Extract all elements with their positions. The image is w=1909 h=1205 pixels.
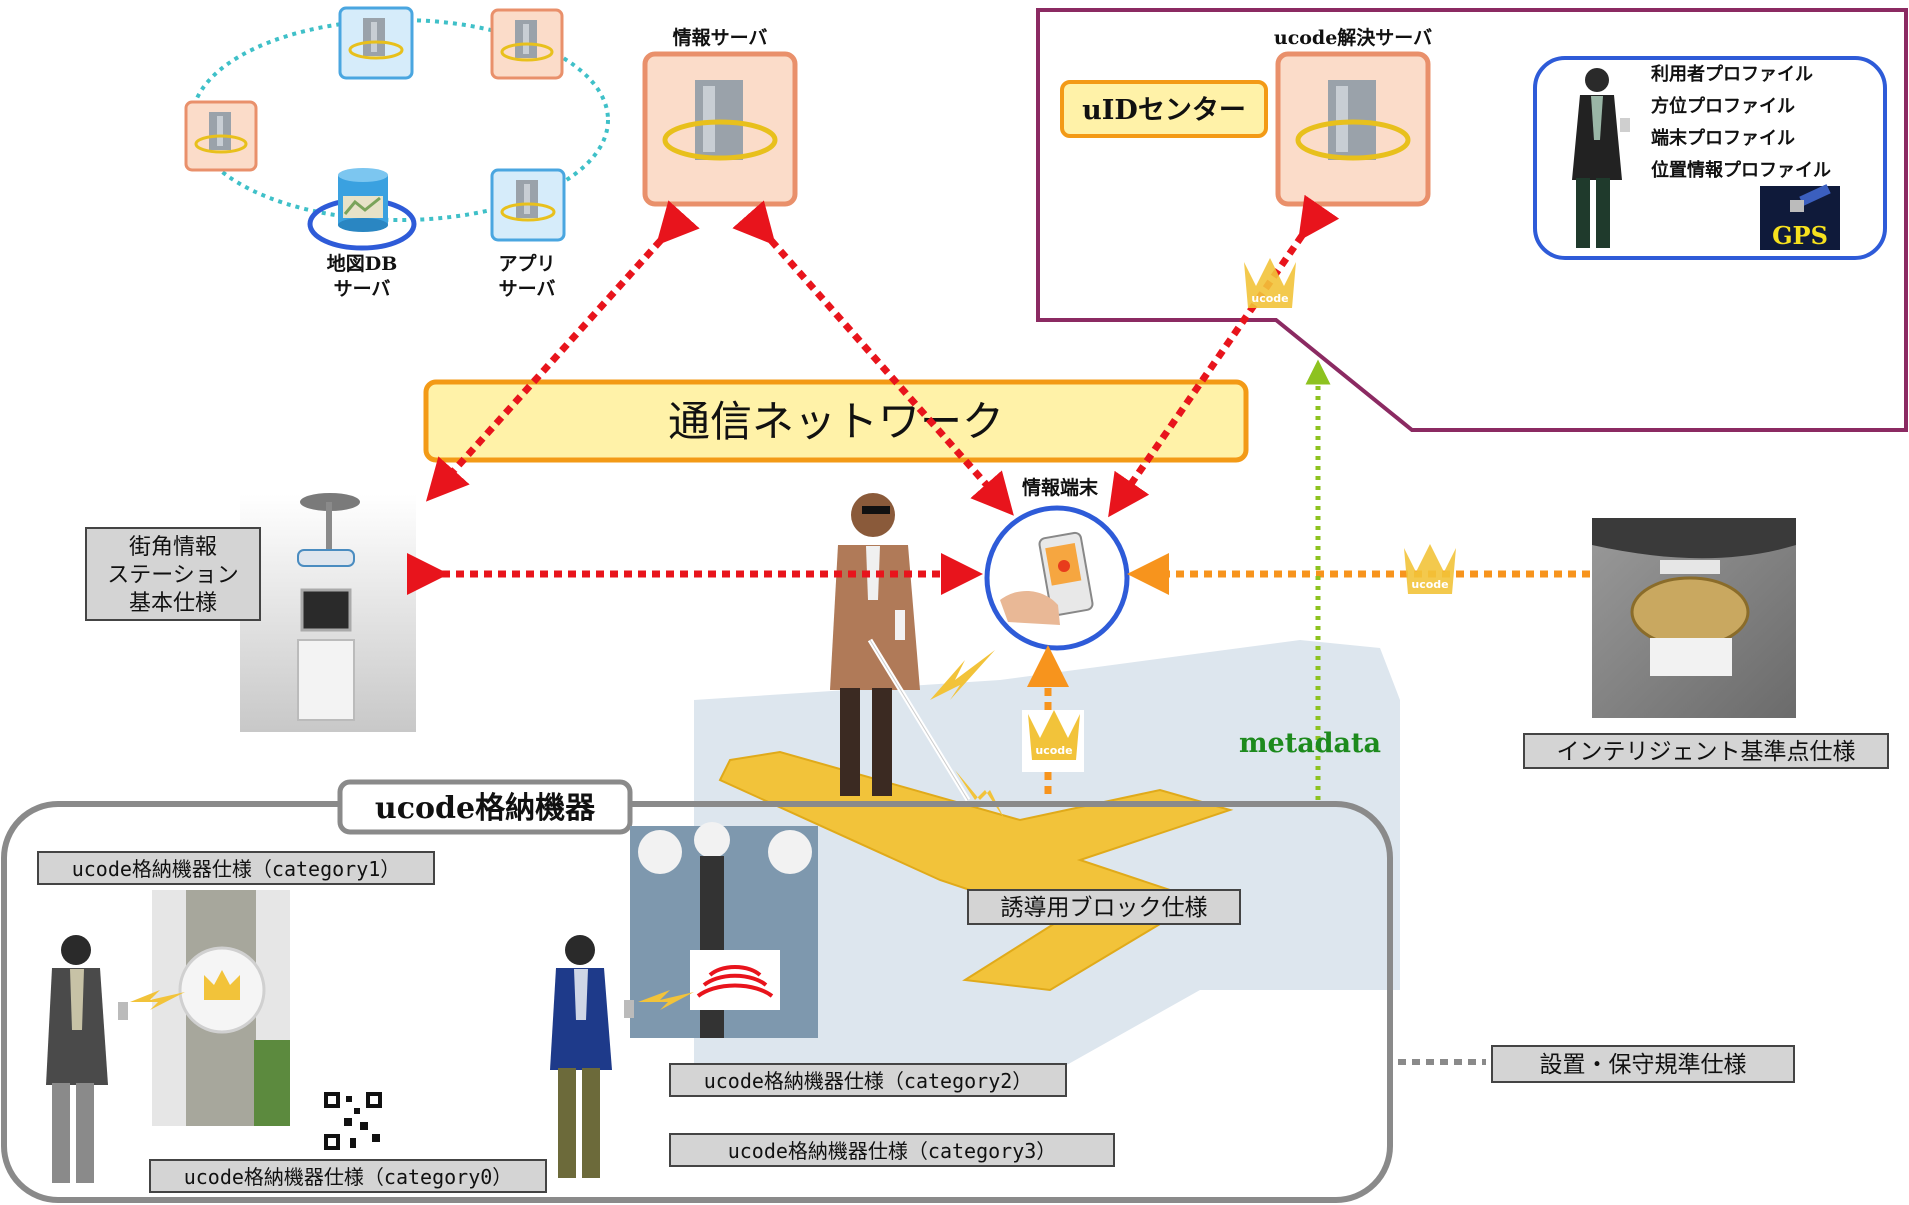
ucode-storage-title: ucode格納機器 — [375, 791, 596, 826]
svg-text:ucode: ucode — [1411, 578, 1448, 591]
ucode-storage-title-box — [337, 779, 633, 835]
app-server-label-1: アプリ — [498, 252, 555, 275]
profile-item-location: 位置情報プロファイル — [1651, 159, 1831, 181]
info-server-box — [642, 51, 798, 207]
spec-cat1-label: ucode格納機器仕様（category1） — [72, 857, 401, 881]
profile-item-terminal: 端末プロファイル — [1651, 127, 1795, 149]
intelligent-marker-label-box — [1523, 733, 1889, 769]
ucode-storage-frame — [1, 801, 1393, 1203]
profile-item-direction: 方位プロファイル — [1651, 95, 1795, 117]
app-server-label-2: サーバ — [499, 278, 556, 300]
street-station-kiosk-icon — [297, 493, 360, 721]
street-station-label-3: 基本仕様 — [129, 591, 217, 616]
ucode-badge-ground-arrow: ucode — [1022, 710, 1084, 772]
app-server-box — [490, 168, 566, 242]
uid-panel-frame — [1036, 8, 1908, 432]
ucode-tag-cat1 — [178, 946, 266, 1034]
svg-text:ucode: ucode — [1035, 744, 1072, 757]
uid-center-box — [1060, 80, 1268, 138]
ucode-badge-resolver-arrow: ucode — [1244, 258, 1296, 308]
server-box-left — [184, 100, 258, 172]
server-box-top-right — [490, 8, 564, 80]
terminal-label: 情報端末 — [1022, 476, 1099, 499]
spec-cat0-label: ucode格納機器仕様（category0） — [184, 1165, 513, 1189]
street-station-label-2: ステーション — [107, 563, 239, 588]
signal-bolt-cat2 — [638, 990, 694, 1010]
arrow-info-server-terminal — [732, 200, 1014, 516]
profile-item-user: 利用者プロファイル — [1651, 63, 1813, 85]
install-maintenance-label: 設置・保守規準仕様 — [1540, 1052, 1747, 1078]
guide-block-label-box — [967, 889, 1241, 925]
handheld-terminal-icon — [1000, 531, 1094, 625]
info-server-label: 情報サーバ — [673, 26, 768, 49]
spec-cat2-label: ucode格納機器仕様（category2） — [704, 1069, 1033, 1093]
ucode-resolver-server-box — [1275, 51, 1431, 207]
map-db-server-label-1: 地図DB — [327, 252, 398, 275]
spec-cat2-box — [669, 1063, 1067, 1097]
arrow-info-server-street-station — [425, 200, 700, 502]
spec-cat3-label: ucode格納機器仕様（category3） — [728, 1139, 1057, 1163]
gps-label: GPS — [1772, 221, 1828, 250]
profile-person-icon — [1572, 68, 1630, 248]
street-station-label-1: 街角情報 — [129, 535, 217, 560]
person-cat1-icon — [46, 935, 128, 1183]
street-station-label-box — [85, 527, 261, 621]
signal-bolt-1 — [930, 650, 995, 700]
spec-cat3-box — [669, 1133, 1115, 1167]
guide-block-label: 誘導用ブロック仕様 — [1001, 895, 1208, 921]
radio-beacon-icon — [690, 950, 780, 1010]
uid-center-label: uIDセンター — [1082, 95, 1246, 126]
qr-code-icon — [322, 1090, 384, 1152]
street-light-icon — [638, 822, 812, 1038]
map-db-server-label-2: サーバ — [334, 278, 391, 300]
spec-cat1-box — [37, 851, 435, 885]
map-db-server-icon — [307, 168, 417, 251]
svg-text:ucode: ucode — [1251, 292, 1288, 305]
install-maintenance-label-box — [1491, 1045, 1795, 1083]
ucode-badge-marker-arrow: ucode — [1404, 544, 1456, 594]
spec-cat0-box — [149, 1159, 547, 1193]
metadata-label: metadata — [1239, 728, 1381, 759]
server-box-top-left — [338, 6, 414, 80]
intelligent-marker-plate-icon — [1592, 518, 1796, 676]
signal-bolt-cat1 — [130, 990, 185, 1010]
ucode-resolver-label: ucode解決サーバ — [1274, 26, 1432, 49]
intelligent-marker-label: インテリジェント基準点仕様 — [1557, 739, 1856, 765]
signal-bolt-2 — [955, 770, 1005, 820]
hedge — [254, 1040, 290, 1126]
person-cat2-icon — [550, 935, 634, 1178]
gps-satellite-icon: GPS — [1760, 184, 1840, 250]
network-label: 通信ネットワーク — [668, 397, 1004, 446]
